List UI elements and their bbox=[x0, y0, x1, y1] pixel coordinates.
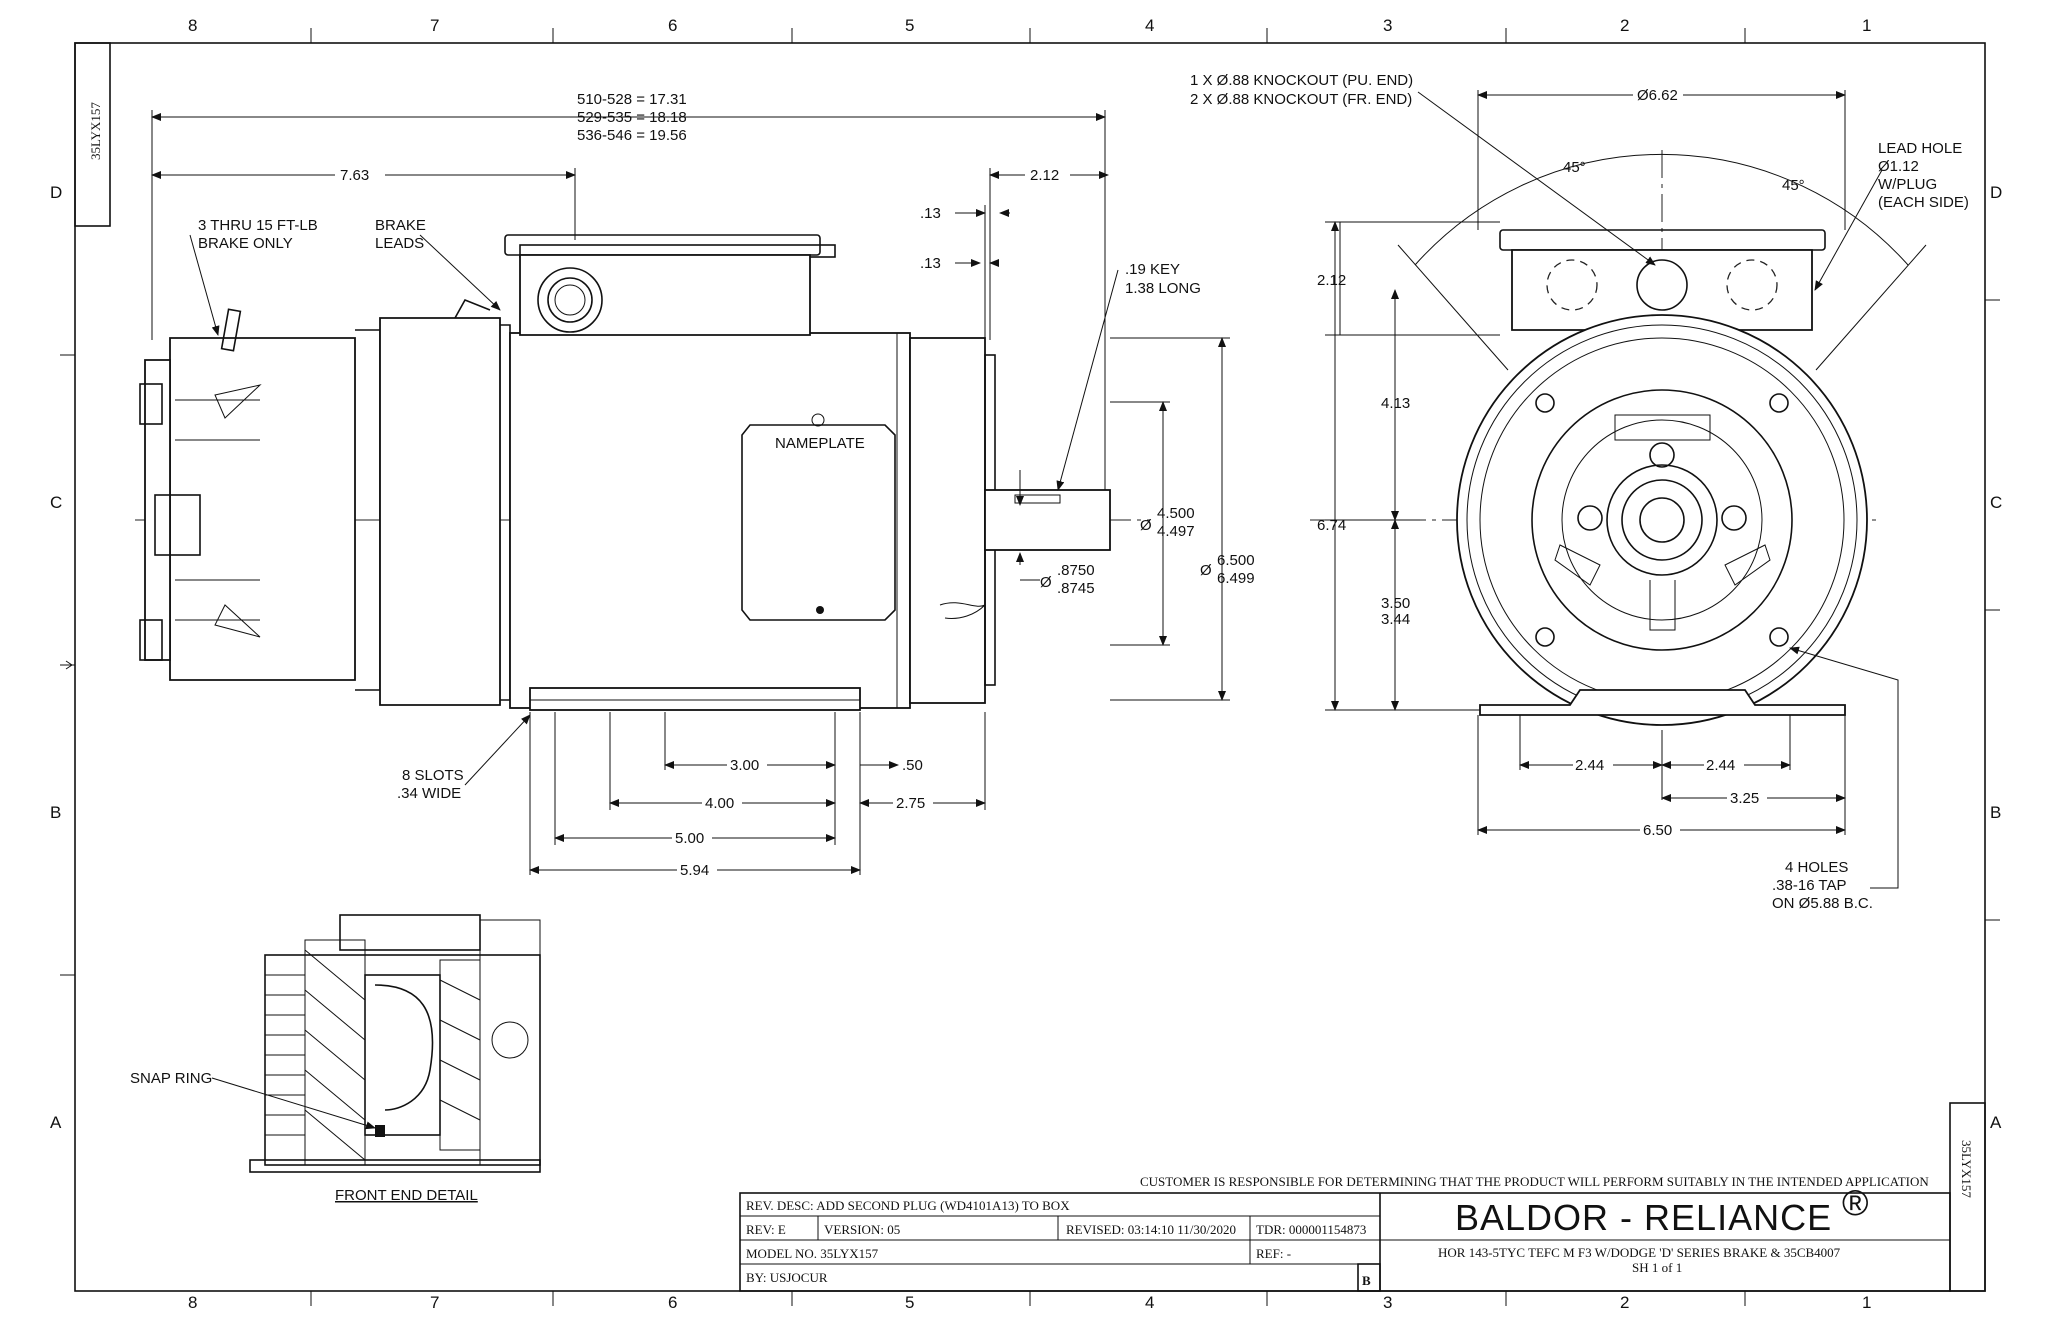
pilot-dia-1: 6.500 bbox=[1217, 552, 1255, 569]
drawn-by: BY: USJOCUR bbox=[746, 1270, 828, 1285]
lead-hole-2: Ø1.12 bbox=[1878, 158, 1919, 175]
snap-ring-label: SNAP RING bbox=[130, 1070, 212, 1087]
dim-6-74: 6.74 bbox=[1317, 517, 1346, 534]
zone-label-side: A bbox=[50, 1113, 62, 1132]
zone-label-side: D bbox=[50, 183, 62, 202]
dim-2-12-side: 2.12 bbox=[1030, 167, 1059, 184]
zone-label-bottom: 4 bbox=[1145, 1293, 1154, 1312]
sheet-number: SH 1 of 1 bbox=[1632, 1260, 1682, 1275]
model-side-label-bottom: 35LYX157 bbox=[1959, 1140, 1974, 1198]
dia-symbol: Ø bbox=[1200, 562, 1212, 579]
zone-label-top: 3 bbox=[1383, 16, 1392, 35]
ref-value: REF: - bbox=[1256, 1246, 1291, 1261]
zone-label-top: 8 bbox=[188, 16, 197, 35]
holes-note-3: ON Ø5.88 B.C. bbox=[1772, 895, 1873, 912]
zone-label-bottom: 5 bbox=[905, 1293, 914, 1312]
drawing-description: HOR 143-5TYC TEFC M F3 W/DODGE 'D' SERIE… bbox=[1438, 1245, 1841, 1260]
version-value: VERSION: 05 bbox=[824, 1222, 900, 1237]
drawing-size: B bbox=[1362, 1273, 1371, 1288]
dim-6-62: Ø6.62 bbox=[1637, 87, 1678, 104]
tdr-number: TDR: 000001154873 bbox=[1256, 1222, 1366, 1237]
shaft-small-1: .8750 bbox=[1057, 562, 1095, 579]
angle-right: 45° bbox=[1782, 177, 1805, 194]
lead-hole-1: LEAD HOLE bbox=[1878, 140, 1962, 157]
dim-3-25: 3.25 bbox=[1730, 790, 1759, 807]
zone-label-side: C bbox=[1990, 493, 2002, 512]
nameplate-label: NAMEPLATE bbox=[775, 435, 865, 452]
dim-5-00: 5.00 bbox=[675, 830, 704, 847]
zone-label-bottom: 6 bbox=[668, 1293, 677, 1312]
motor-side-view bbox=[135, 234, 1150, 711]
revised-date: REVISED: 03:14:10 11/30/2020 bbox=[1066, 1222, 1236, 1237]
dim-3-44: 3.44 bbox=[1381, 611, 1410, 628]
zone-label-side: B bbox=[50, 803, 61, 822]
dim-4-13: 4.13 bbox=[1381, 395, 1410, 412]
zone-label-bottom: 1 bbox=[1862, 1293, 1871, 1312]
dim-2-44-right: 2.44 bbox=[1706, 757, 1735, 774]
lead-hole-3: W/PLUG bbox=[1878, 176, 1937, 193]
overall-length-3: 536-546 = 19.56 bbox=[577, 127, 687, 144]
dim-3-00: 3.00 bbox=[730, 757, 759, 774]
zone-label-side: D bbox=[1990, 183, 2002, 202]
zone-label-top: 4 bbox=[1145, 16, 1154, 35]
dim-0-13-a: .13 bbox=[920, 205, 941, 222]
zone-label-side: C bbox=[50, 493, 62, 512]
zone-label-bottom: 8 bbox=[188, 1293, 197, 1312]
zone-label-side: B bbox=[1990, 803, 2001, 822]
overall-length-2: 529-535 = 18.18 bbox=[577, 109, 687, 126]
model-number: MODEL NO. 35LYX157 bbox=[746, 1246, 879, 1261]
motor-end-view bbox=[1310, 150, 1927, 726]
shaft-small-2: .8745 bbox=[1057, 580, 1095, 597]
rev-desc: REV. DESC: ADD SECOND PLUG (WD4101A13) T… bbox=[746, 1198, 1070, 1213]
pilot-dia-2: 6.499 bbox=[1217, 570, 1255, 587]
brake-leads-1: BRAKE bbox=[375, 217, 426, 234]
brake-note-2: BRAKE ONLY bbox=[198, 235, 293, 252]
dim-7-63: 7.63 bbox=[340, 167, 369, 184]
dim-6-50: 6.50 bbox=[1643, 822, 1672, 839]
slots-label-1: 8 SLOTS bbox=[402, 767, 464, 784]
zone-label-top: 5 bbox=[905, 16, 914, 35]
dia-symbol: Ø bbox=[1040, 574, 1052, 591]
angle-left: 45° bbox=[1563, 159, 1586, 176]
dim-0-50: .50 bbox=[902, 757, 923, 774]
knockout-note-2: 2 X Ø.88 KNOCKOUT (FR. END) bbox=[1190, 91, 1412, 108]
dia-symbol: Ø bbox=[1140, 517, 1152, 534]
detail-caption: FRONT END DETAIL bbox=[335, 1187, 478, 1204]
brake-note-1: 3 THRU 15 FT-LB bbox=[198, 217, 318, 234]
dim-5-94: 5.94 bbox=[680, 862, 709, 879]
front-end-detail bbox=[211, 914, 541, 1173]
zone-label-bottom: 2 bbox=[1620, 1293, 1629, 1312]
zone-label-top: 6 bbox=[668, 16, 677, 35]
lead-hole-4: (EACH SIDE) bbox=[1878, 194, 1969, 211]
dim-2-44-left: 2.44 bbox=[1575, 757, 1604, 774]
dim-3-50: 3.50 bbox=[1381, 595, 1410, 612]
brand-name: BALDOR - RELIANCE bbox=[1455, 1197, 1832, 1238]
model-side-label: 35LYX157 bbox=[88, 102, 103, 160]
dim-2-12-end: 2.12 bbox=[1317, 272, 1346, 289]
knockout-note-1: 1 X Ø.88 KNOCKOUT (PU. END) bbox=[1190, 72, 1413, 89]
dim-4-00: 4.00 bbox=[705, 795, 734, 812]
shaft-dia-2: 4.497 bbox=[1157, 523, 1195, 540]
key-label-1: .19 KEY bbox=[1125, 261, 1180, 278]
zone-label-top: 7 bbox=[430, 16, 439, 35]
brake-leads-2: LEADS bbox=[375, 235, 424, 252]
registered-mark: ® bbox=[1842, 1182, 1870, 1223]
zone-label-top: 1 bbox=[1862, 16, 1871, 35]
rev-value: REV: E bbox=[746, 1222, 786, 1237]
dim-0-13-b: .13 bbox=[920, 255, 941, 272]
disclaimer: CUSTOMER IS RESPONSIBLE FOR DETERMINING … bbox=[1140, 1174, 1929, 1189]
holes-note-1: 4 HOLES bbox=[1785, 859, 1848, 876]
zone-label-bottom: 7 bbox=[430, 1293, 439, 1312]
holes-note-2: .38-16 TAP bbox=[1772, 877, 1847, 894]
shaft-dia-1: 4.500 bbox=[1157, 505, 1195, 522]
title-block bbox=[739, 1192, 1951, 1292]
slots-label-2: .34 WIDE bbox=[397, 785, 461, 802]
dim-2-75: 2.75 bbox=[896, 795, 925, 812]
key-label-2: 1.38 LONG bbox=[1125, 280, 1201, 297]
overall-length-1: 510-528 = 17.31 bbox=[577, 91, 687, 108]
zone-label-side: A bbox=[1990, 1113, 2002, 1132]
zone-label-bottom: 3 bbox=[1383, 1293, 1392, 1312]
zone-label-top: 2 bbox=[1620, 16, 1629, 35]
